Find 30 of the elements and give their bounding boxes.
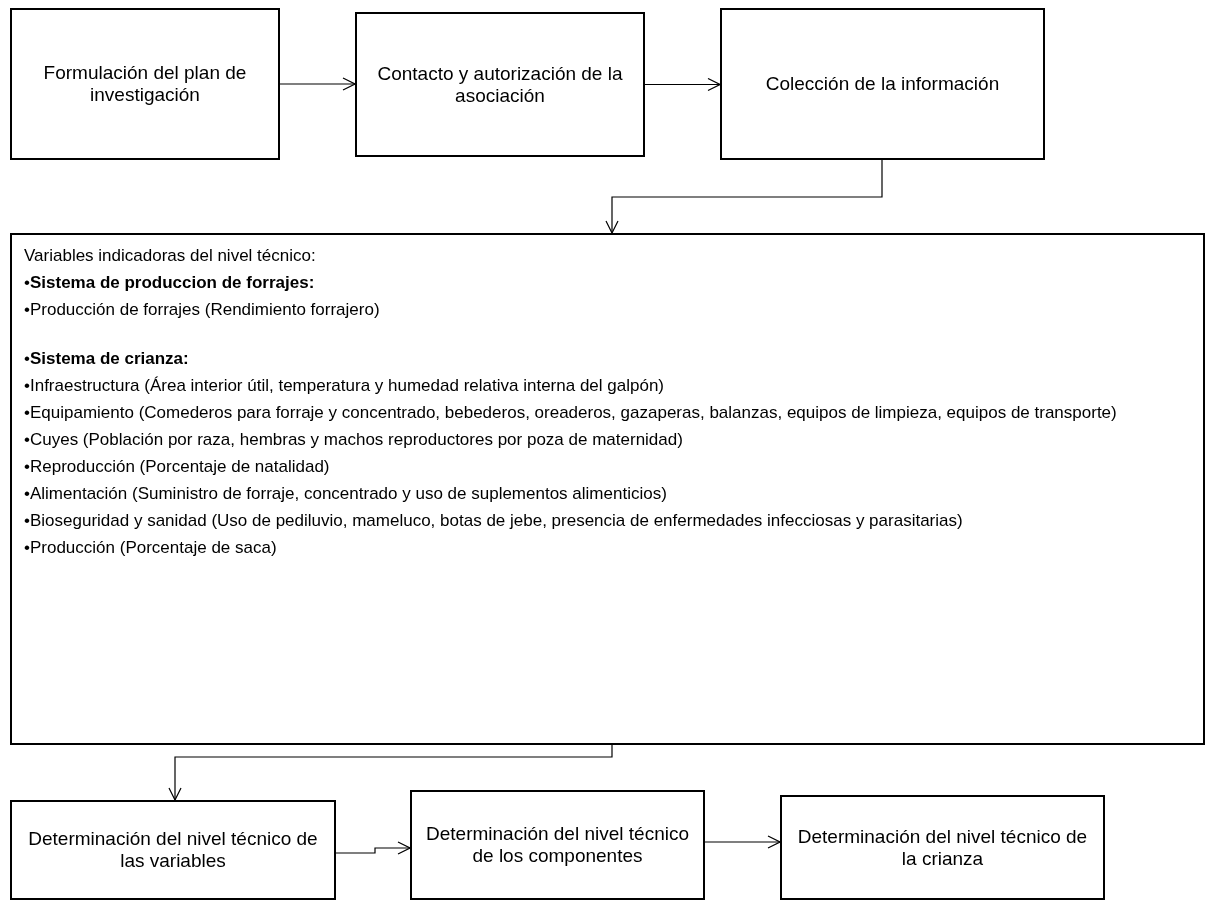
list-item: •Cuyes (Población por raza, hembras y machos reproductores por poza de maternidad) xyxy=(24,429,683,451)
arrow xyxy=(644,77,721,92)
arrow xyxy=(335,841,411,855)
process-box xyxy=(10,8,280,160)
process-box xyxy=(355,12,645,157)
box-label: Formulación del plan de investigación xyxy=(42,62,248,106)
box-label: Contacto y autorización de la asociación xyxy=(376,62,624,107)
box-label: Determinación del nivel técnico de la crianza xyxy=(796,825,1089,870)
list-item: •Sistema de produccion de forrajes: xyxy=(24,272,315,294)
process-box xyxy=(720,8,1045,160)
process-box xyxy=(410,790,705,900)
list-item: •Infraestructura (Área interior útil, temperatura y humedad relativa interna del galpón) xyxy=(24,375,664,397)
box-label: Determinación del nivel técnico de los componentes xyxy=(425,823,690,867)
list-item: •Bioseguridad y sanidad (Uso de pediluvio, mameluco, botas de jebe, presencia de enfermedades infecciosas y parasitarias) xyxy=(24,510,963,532)
list-item: Variables indicadoras del nivel técnico: xyxy=(24,245,316,267)
list-item: •Reproducción (Porcentaje de natalidad) xyxy=(24,456,330,478)
list-item: •Producción de forrajes (Rendimiento forrajero) xyxy=(24,299,380,321)
list-item: •Equipamiento (Comederos para forraje y concentrado, bebederos, oreaderos, gazaperas, balanzas, equipos de limpieza, equipos de transporte) xyxy=(24,402,1117,424)
process-box xyxy=(780,795,1105,900)
arrow xyxy=(605,159,883,234)
list-item: •Alimentación (Suministro de forraje, concentrado y uso de suplementos alimenticios) xyxy=(24,483,667,505)
arrow xyxy=(704,835,781,849)
box-label: Determinación del nivel técnico de las variables xyxy=(27,828,319,872)
list-item: •Producción (Porcentaje de saca) xyxy=(24,537,277,559)
list-item: •Sistema de crianza: xyxy=(24,348,189,370)
arrow xyxy=(279,77,356,91)
text-panel xyxy=(10,233,1205,745)
process-box xyxy=(10,800,336,900)
box-label: Colección de la información xyxy=(765,73,1000,95)
arrow xyxy=(168,744,613,801)
